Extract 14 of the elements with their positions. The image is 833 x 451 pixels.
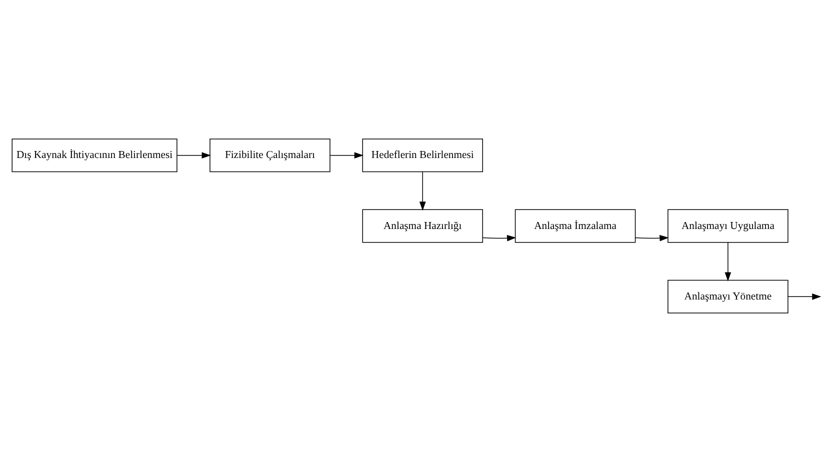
node-box: Hedeflerin Belirlenmesi <box>362 138 483 172</box>
node-box: Anlaşmayı Yönetme <box>668 279 788 313</box>
arrow <box>330 152 364 158</box>
arrow <box>419 170 426 210</box>
arrow <box>176 152 211 158</box>
node-box: Anlaşma Hazırlığı <box>362 208 483 242</box>
node-box: Fizibilite Çalışmaları <box>210 138 330 172</box>
arrow <box>482 234 516 241</box>
arrow <box>788 292 822 300</box>
arrow <box>724 242 732 281</box>
node-box: Anlaşmayı Uygulama <box>668 208 788 242</box>
node-box: Dış Kaynak İhtiyacının Belirlenmesi <box>12 138 178 172</box>
arrow <box>635 234 669 241</box>
node-box: Anlaşma İmzalama <box>514 208 636 242</box>
